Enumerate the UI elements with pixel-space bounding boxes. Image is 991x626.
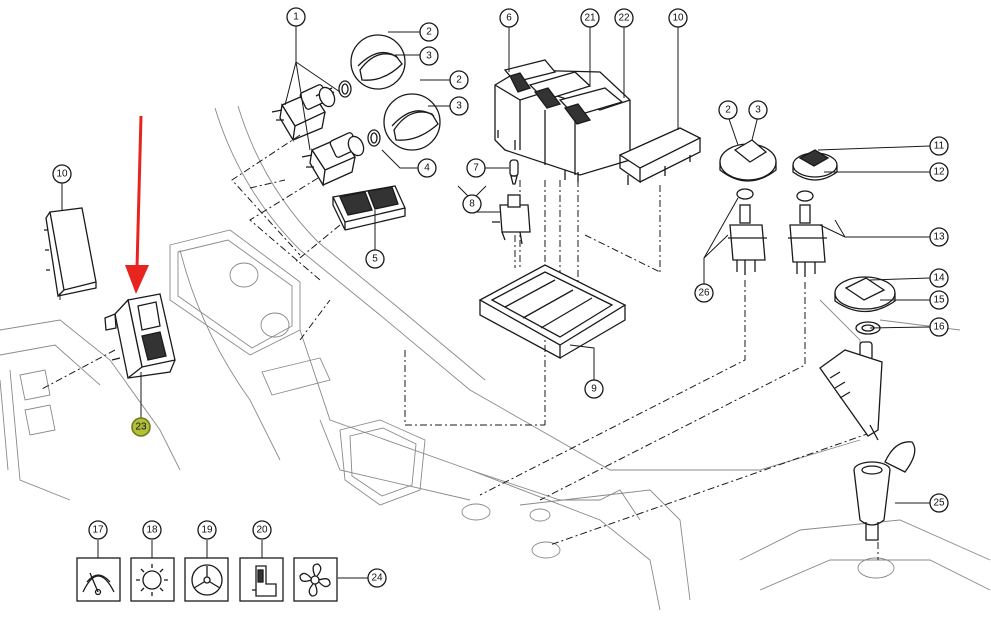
- callout-26: 26: [694, 283, 714, 303]
- svg-text:25: 25: [933, 498, 945, 509]
- svg-text:11: 11: [934, 141, 945, 152]
- svg-text:2: 2: [725, 105, 731, 116]
- rotary-switch-13: [788, 190, 827, 277]
- svg-text:7: 7: [473, 163, 479, 174]
- symbol-panel: [76, 557, 338, 602]
- svg-text:4: 4: [424, 163, 430, 174]
- red-pointer-arrow: [125, 115, 149, 294]
- callouts: 1 2 3 2 3 4 5 6 21 22 10 7 8 2 3 11 12 1…: [52, 7, 949, 588]
- svg-text:8: 8: [469, 199, 475, 210]
- svg-text:12: 12: [933, 167, 945, 178]
- rotary-knobs: [350, 34, 441, 151]
- cigarette-lighter: [853, 441, 916, 541]
- callout-23-highlighted: 23: [131, 417, 151, 437]
- rotary-switch-26: [728, 188, 767, 275]
- callout-2-a: 2: [419, 22, 439, 42]
- callout-3-a: 3: [419, 46, 439, 66]
- svg-text:6: 6: [506, 13, 512, 24]
- dashboard-console-outline: [0, 105, 991, 611]
- svg-text:24: 24: [371, 573, 383, 584]
- switch-tray: [478, 264, 627, 360]
- callout-24: 24: [367, 568, 387, 588]
- callout-5: 5: [365, 249, 385, 269]
- svg-text:5: 5: [372, 254, 378, 265]
- callout-3-b: 3: [449, 96, 469, 116]
- callout-1: 1: [286, 7, 306, 27]
- svg-text:3: 3: [755, 105, 761, 116]
- callout-18: 18: [142, 520, 162, 540]
- callout-21: 21: [580, 8, 600, 28]
- double-rocker-switch: [332, 185, 406, 231]
- steering-wheel-symbol-icon: [184, 557, 229, 602]
- callout-22: 22: [614, 8, 634, 28]
- callout-3-c: 3: [748, 100, 768, 120]
- callout-2-c: 2: [718, 100, 738, 120]
- svg-text:2: 2: [456, 75, 462, 86]
- svg-text:10: 10: [672, 13, 684, 24]
- seat-symbol-icon: [239, 557, 284, 602]
- callout-4: 4: [417, 158, 437, 178]
- callout-13: 13: [929, 227, 949, 247]
- svg-text:23: 23: [135, 422, 147, 433]
- cover-plate-left: [44, 207, 97, 298]
- svg-text:13: 13: [933, 232, 945, 243]
- svg-text:19: 19: [201, 525, 213, 536]
- svg-text:18: 18: [146, 525, 158, 536]
- wiper-symbol-icon: [76, 557, 121, 602]
- svg-text:2: 2: [426, 27, 432, 38]
- svg-text:17: 17: [92, 525, 104, 536]
- svg-text:16: 16: [933, 322, 945, 333]
- assembly-lines: [39, 134, 879, 560]
- bulb-and-socket: [492, 159, 531, 245]
- svg-text:15: 15: [933, 295, 945, 306]
- svg-text:1: 1: [293, 12, 299, 23]
- small-knob-right: [719, 139, 777, 182]
- svg-text:9: 9: [591, 384, 597, 395]
- callout-12: 12: [929, 162, 949, 182]
- switch-block: [494, 59, 631, 182]
- svg-text:3: 3: [426, 51, 432, 62]
- svg-text:22: 22: [618, 13, 630, 24]
- rocker-switch-left: [104, 293, 176, 380]
- callout-17: 17: [88, 520, 108, 540]
- callout-10-left: 10: [52, 164, 72, 184]
- light-switch-symbol-icon: [130, 557, 175, 602]
- callout-6: 6: [499, 8, 519, 28]
- callout-2-b: 2: [449, 70, 469, 90]
- knob-14-15: [834, 276, 896, 313]
- svg-text:3: 3: [456, 101, 462, 112]
- callout-7: 7: [466, 158, 486, 178]
- push-switches: [271, 80, 381, 187]
- svg-text:26: 26: [698, 288, 710, 299]
- callout-10-right: 10: [668, 8, 688, 28]
- blank-cover-right: [618, 127, 702, 185]
- svg-text:20: 20: [256, 525, 268, 536]
- callout-25: 25: [929, 493, 949, 513]
- callout-16: 16: [929, 317, 949, 337]
- leader-lines: [61, 26, 931, 579]
- callout-11: 11: [929, 136, 949, 156]
- callout-19: 19: [197, 520, 217, 540]
- svg-text:14: 14: [933, 273, 945, 284]
- callout-9: 9: [584, 379, 604, 399]
- callout-20: 20: [252, 520, 272, 540]
- callout-14: 14: [929, 268, 949, 288]
- svg-text:10: 10: [56, 169, 68, 180]
- svg-text:21: 21: [584, 13, 596, 24]
- bracket-16: [819, 321, 883, 441]
- knob-11-12: [792, 149, 838, 181]
- callout-15: 15: [929, 290, 949, 310]
- fan-symbol-icon: [293, 557, 338, 602]
- callout-8: 8: [462, 194, 482, 214]
